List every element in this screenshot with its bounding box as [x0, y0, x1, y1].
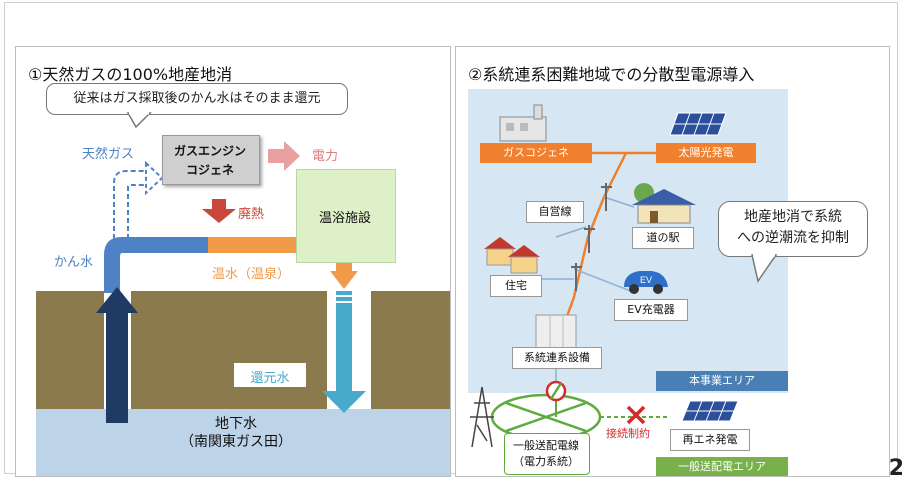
gas-engine-box	[162, 135, 260, 185]
renewable-solar-icon	[681, 400, 739, 422]
local-gas-panel: ①天然ガスの100%地産地消 地下水 （南関東ガス田） 従来はガス採取後のかん水…	[15, 46, 451, 477]
distributed-power-panel: ②系統連系困難地域での分散型電源導入 本事業エリア	[455, 46, 890, 477]
callout-line-2: への逆潮流を抑制	[737, 230, 849, 246]
ev-car-icon: EV	[624, 271, 668, 294]
factory-icon	[499, 104, 547, 142]
house-icon	[484, 237, 540, 274]
gas-engine-label: ガスエンジン	[173, 144, 246, 158]
connection-limit-label: 接続制約	[606, 427, 650, 440]
groundwater-layer	[36, 409, 450, 476]
page-number: 2	[888, 456, 902, 481]
callout-tail	[126, 111, 152, 129]
switchgear-icon	[535, 314, 577, 352]
distribution-line-box	[504, 433, 590, 475]
callout-text: 従来はガス採取後のかん水はそのまま還元	[73, 91, 321, 106]
general-area-label: 一般送配電エリア	[656, 457, 788, 476]
conventional-callout: 従来はガス採取後のかん水はそのまま還元	[46, 83, 348, 115]
project-area-label: 本事業エリア	[656, 371, 788, 391]
power-label: 電力	[312, 149, 339, 164]
callout-line-1: 地産地消で系統	[744, 209, 842, 225]
roadside-station-icon	[632, 183, 696, 224]
private-line-label: 自営線	[526, 201, 584, 223]
cogeneration-label: コジェネ	[185, 163, 234, 177]
network-lines	[470, 151, 670, 448]
ev-badge-text: EV	[640, 275, 652, 285]
panel-title: ②系統連系困難地域での分散型電源導入	[468, 65, 755, 84]
solar-label: 太陽光発電	[656, 143, 756, 163]
bath-facility-label: 温浴施設	[318, 211, 371, 226]
waste-heat-label: 廃熱	[238, 207, 265, 222]
roadside-station-label: 道の駅	[632, 227, 694, 249]
callout-tail	[751, 253, 778, 283]
hot-water-label: 温水（温泉）	[212, 267, 291, 282]
bath-facility-box	[296, 169, 396, 263]
local-consumption-callout: 地産地消で系統 への逆潮流を抑制	[718, 201, 868, 257]
grid-equipment-label: 系統連系設備	[512, 347, 602, 369]
groundwater-sublabel: （南関東ガス田）	[180, 434, 292, 450]
return-water-label: 還元水	[250, 371, 290, 386]
ground-block-left	[36, 291, 104, 411]
house-label: 住宅	[490, 275, 542, 297]
panel-title: ①天然ガスの100%地産地消	[28, 65, 233, 84]
gas-cogen-label: ガスコジェネ	[480, 143, 592, 163]
ground-block-right	[371, 291, 450, 411]
ev-charger-label: EV充電器	[614, 299, 688, 321]
slide-frame	[4, 2, 898, 474]
natural-gas-label: 天然ガス	[82, 147, 135, 162]
brine-label: かん水	[54, 255, 94, 270]
return-water-box	[234, 363, 306, 387]
ground-block-middle	[131, 291, 327, 411]
solar-panel-icon	[669, 112, 727, 136]
flow-pipes	[96, 141, 366, 423]
groundwater-label: 地下水	[215, 416, 257, 432]
renewable-label: 再エネ発電	[670, 429, 750, 451]
distribution-line-label: 一般送配電線	[513, 439, 579, 452]
distribution-line-sublabel: （電力系統）	[513, 455, 579, 468]
